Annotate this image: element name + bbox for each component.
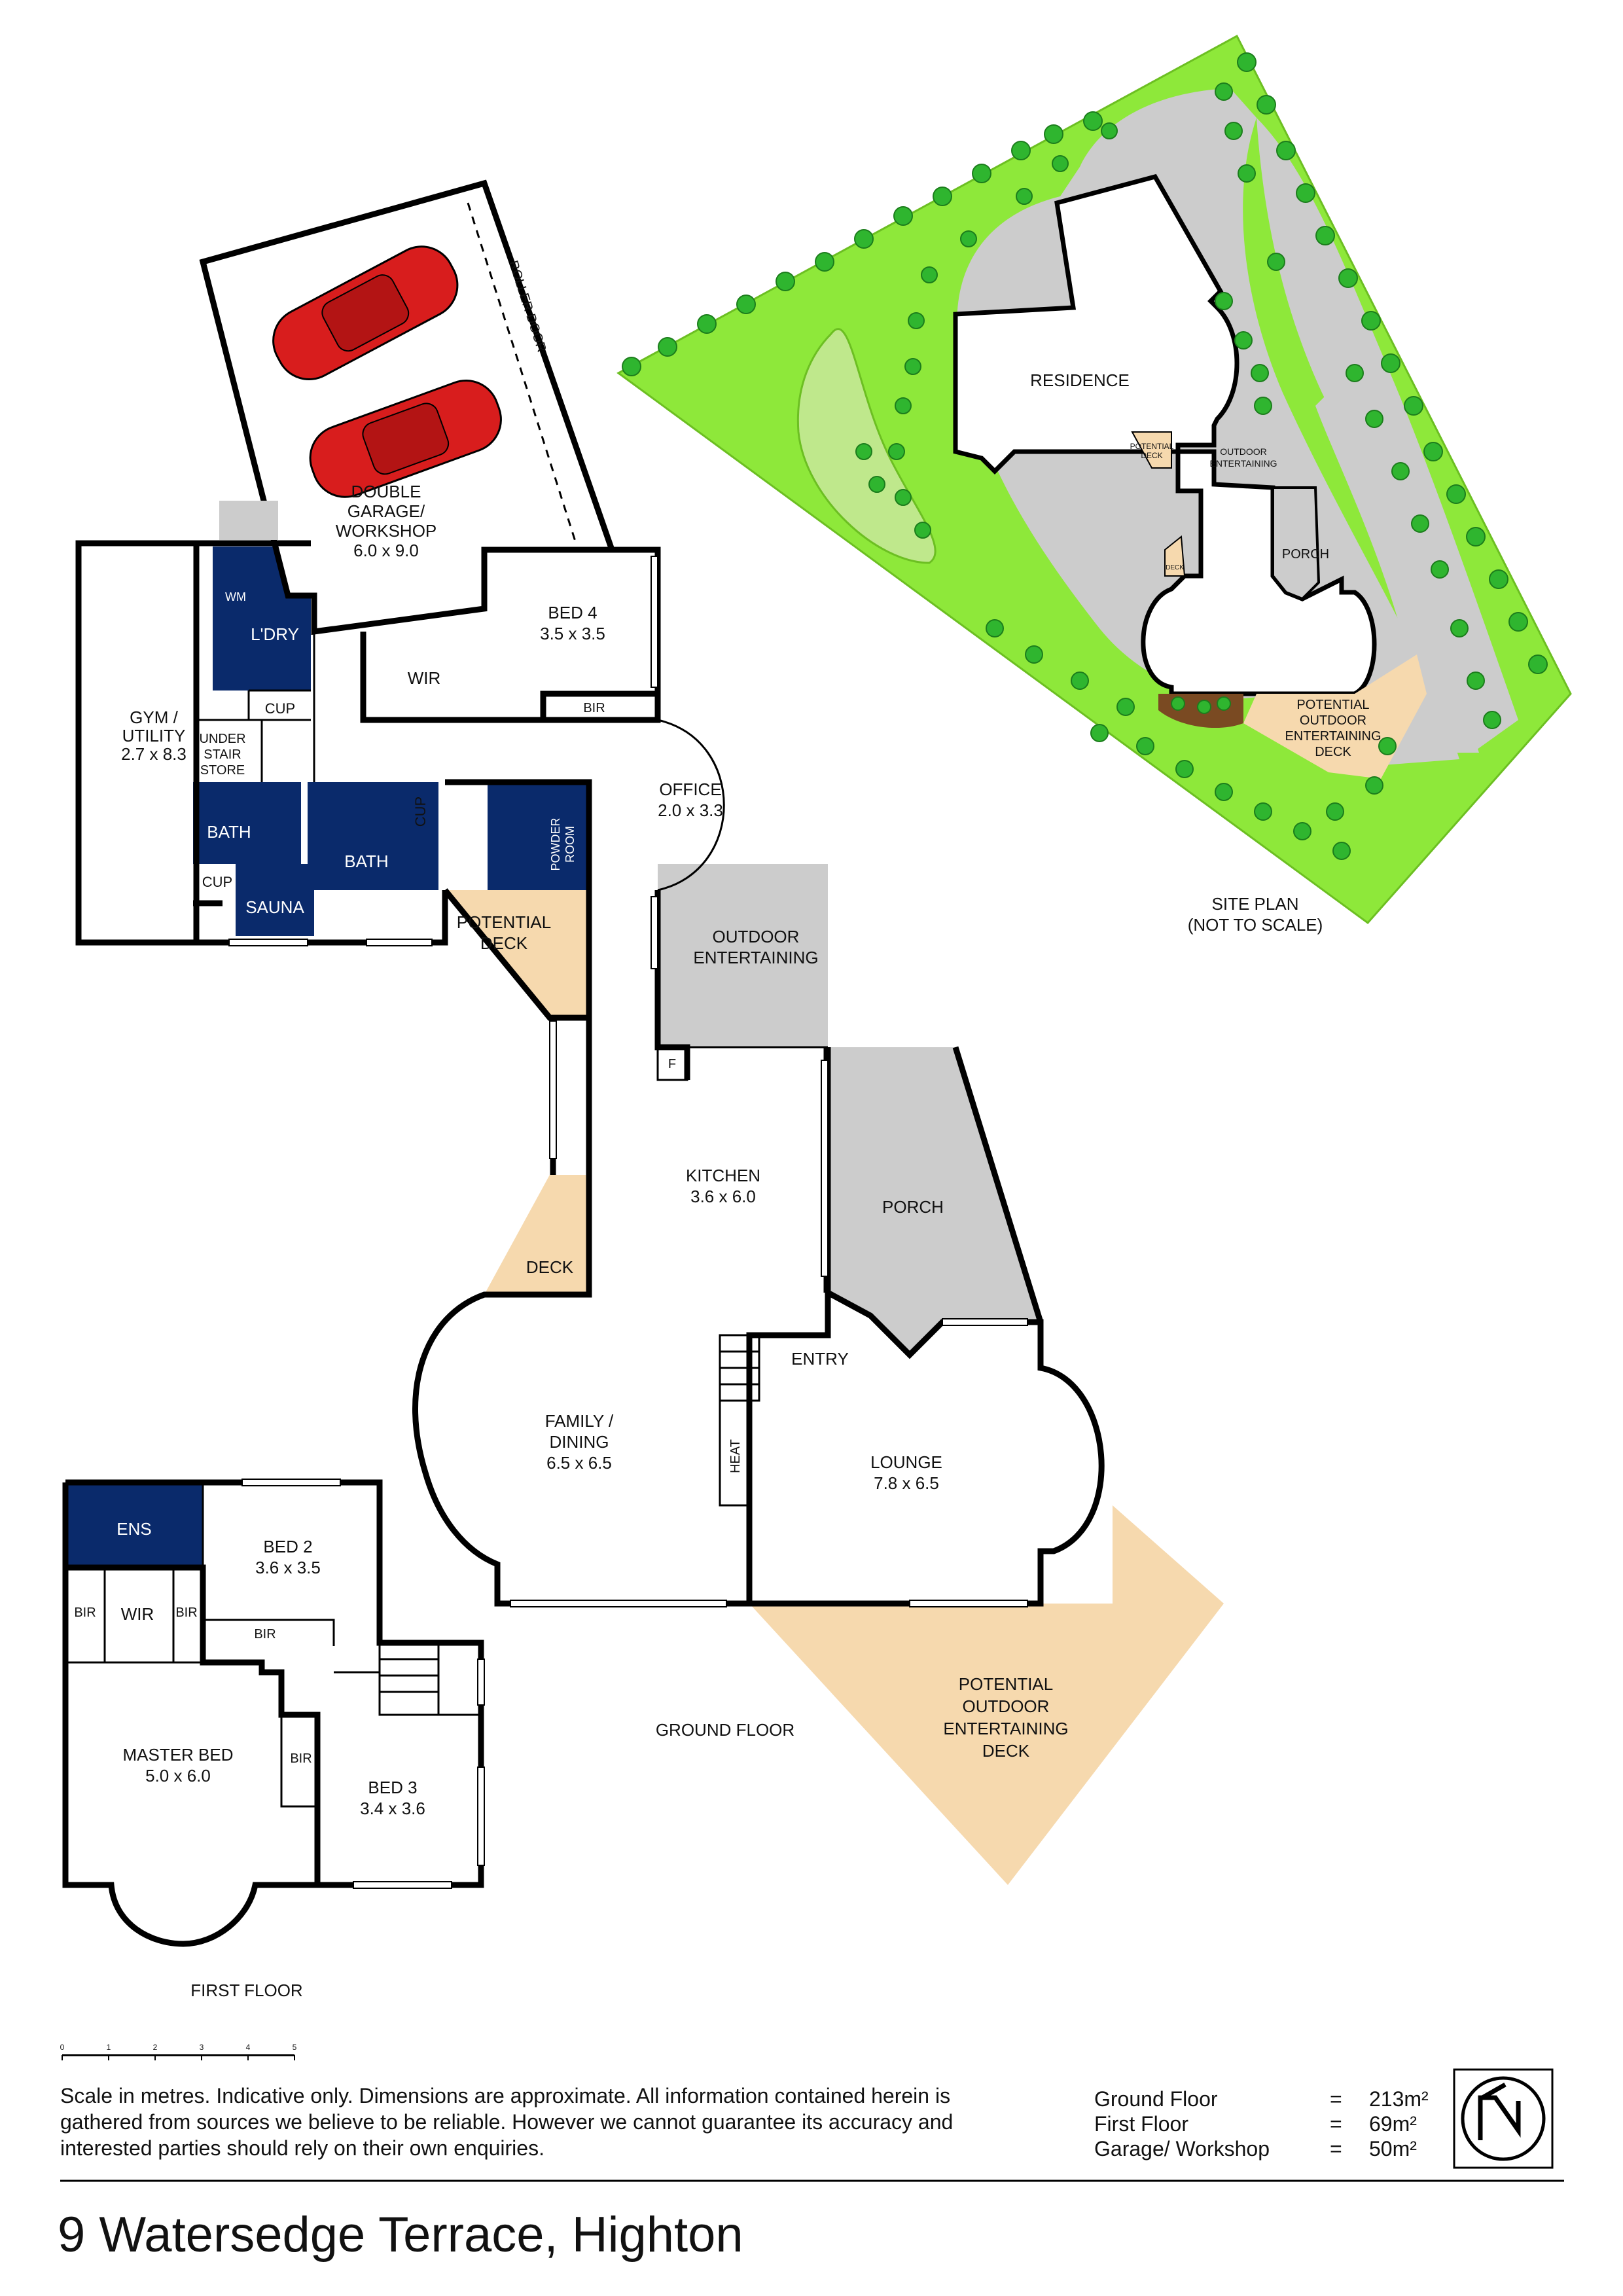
bath-2-label: BATH (344, 852, 388, 871)
porch-right-wall (952, 1046, 1044, 1323)
sauna-label: SAUNA (245, 897, 304, 917)
area-row: First Floor = 69m² (1094, 2111, 1429, 2136)
site-drive-east (1257, 118, 1518, 753)
cup-label-1: CUP (265, 700, 295, 717)
first-floor-caption: FIRST FLOOR (190, 1981, 302, 2000)
bir-label-1: BIR (74, 1605, 96, 1620)
site-deck (1164, 535, 1186, 577)
area-value: 213m² (1369, 2087, 1429, 2111)
potential-deck-fill (445, 890, 589, 1018)
area-name: First Floor (1094, 2112, 1188, 2136)
scale-tick-0: 0 (60, 2043, 65, 2052)
ensuite-label: ENS (116, 1519, 151, 1539)
powder-room-fill (488, 782, 589, 890)
bir-label-3: BIR (254, 1627, 276, 1641)
site-path-east (1315, 393, 1479, 753)
heat-label: HEAT (728, 1439, 743, 1473)
site-porch-label: PORCH (1282, 547, 1329, 562)
ensuite-fill (65, 1482, 203, 1568)
wir-label-first: WIR (121, 1604, 154, 1624)
cup-label-2: CUP (202, 874, 232, 890)
site-porch (1272, 486, 1321, 601)
porch-fill (828, 1047, 1041, 1355)
scale-tick-3: 3 (200, 2043, 204, 2052)
scale-tick-2: 2 (153, 2043, 158, 2052)
outdoor-entertaining-fill (658, 864, 828, 1047)
site-residence-label: RESIDENCE (1030, 370, 1130, 390)
site-trees (622, 52, 1548, 860)
area-equals: = (1330, 2087, 1342, 2111)
deck-fill (484, 1175, 589, 1295)
area-row: Garage/ Workshop = 50m² (1094, 2136, 1429, 2161)
bath-2-fill (308, 782, 438, 890)
property-address: 9 Watersedge Terrace, Highton (58, 2207, 743, 2263)
site-potential-deck (1131, 431, 1172, 469)
bir-label-4: BIR (290, 1751, 312, 1766)
entry-label: ENTRY (791, 1349, 849, 1369)
first-floor-stairs (378, 1641, 440, 1716)
car-2-icon (309, 379, 502, 498)
gym-fill (79, 543, 196, 942)
bir-label: BIR (583, 701, 605, 715)
area-value: 50m² (1369, 2137, 1417, 2161)
area-name: Ground Floor (1094, 2087, 1218, 2111)
area-summary: Ground Floor = 213m² First Floor = 69m² Gara… (1094, 2087, 1429, 2161)
north-arrow-icon (1453, 2068, 1554, 2169)
bir-label-2: BIR (175, 1605, 197, 1620)
area-row: Ground Floor = 213m² (1094, 2087, 1429, 2111)
car-1-icon (272, 245, 459, 381)
scale-tick-4: 4 (246, 2043, 251, 2052)
bath-1-fill (193, 782, 301, 864)
area-equals: = (1330, 2137, 1342, 2161)
site-deck-label: DECK (1166, 564, 1184, 571)
fridge-label: F (668, 1057, 676, 1071)
scale-tick-5: 5 (293, 2043, 297, 2052)
cup-label-3: CUP (412, 797, 429, 827)
deck-label: DECK (526, 1257, 574, 1277)
disclaimer-text: Scale in metres. Indicative only. Dimens… (60, 2084, 954, 2160)
laundry-label: L'DRY (251, 624, 299, 644)
area-equals: = (1330, 2112, 1342, 2136)
scale-tick-1: 1 (107, 2043, 111, 2052)
scale-bar: 0 1 2 3 4 5 (60, 2043, 297, 2060)
wm-label: WM (225, 590, 246, 603)
sauna-fill (236, 864, 314, 936)
wir-label: WIR (408, 668, 441, 688)
porch-label: PORCH (882, 1197, 944, 1217)
ground-floor-caption: GROUND FLOOR (656, 1720, 794, 1740)
lounge-deck-fill (749, 1505, 1224, 1885)
garage-step (219, 501, 278, 540)
site-plan-caption: SITE PLAN(NOT TO SCALE) (1188, 894, 1323, 935)
entry-stairs (719, 1334, 760, 1402)
area-value: 69m² (1369, 2112, 1417, 2136)
area-name: Garage/ Workshop (1094, 2137, 1270, 2161)
family-walls (412, 1291, 831, 1607)
interior-lines (196, 632, 828, 1507)
bath-1-label: BATH (207, 822, 251, 842)
